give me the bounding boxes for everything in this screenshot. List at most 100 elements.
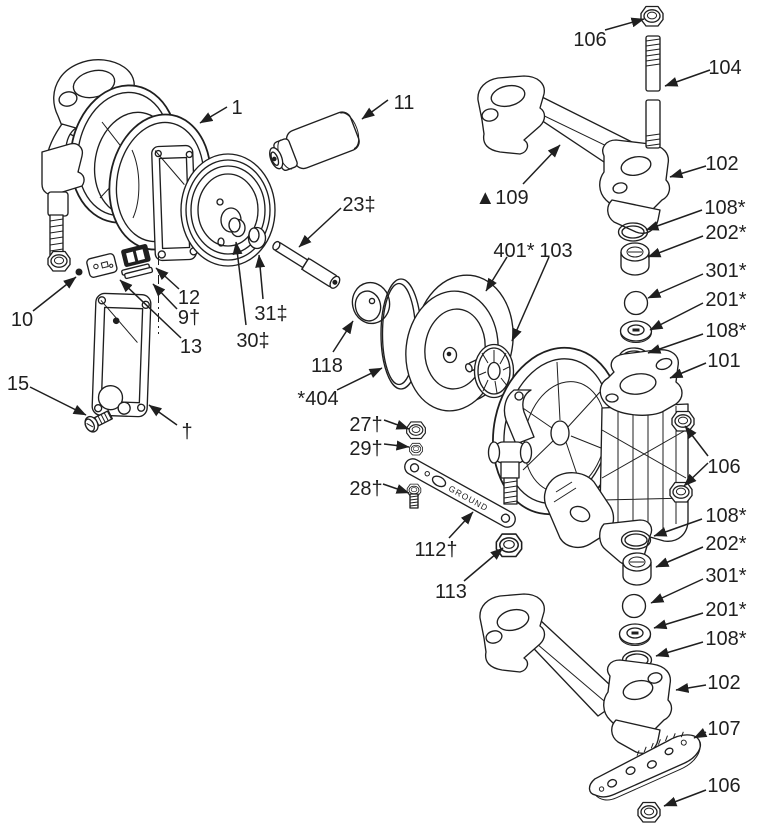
callout-label-10: 10	[11, 309, 33, 331]
part-101-center-body	[487, 346, 689, 567]
part-102-bottom-manifold	[479, 593, 673, 754]
part-27-nut	[406, 421, 426, 440]
callout-label-30‡: 30‡	[236, 330, 269, 352]
callout-label-108*: 108*	[705, 628, 746, 650]
part-9-gasket-strip	[121, 263, 154, 280]
callout-label-106: 106	[707, 456, 740, 478]
part-10-screw-dot	[75, 268, 83, 276]
callout-label-106: 106	[573, 29, 606, 51]
callout-label-103: 103	[539, 240, 572, 262]
callout-label-28†: 28†	[349, 478, 382, 500]
callout-label-201*: 201*	[705, 599, 746, 621]
part-12-slotted-plate	[121, 244, 151, 267]
part-102-top-manifold	[477, 75, 671, 234]
callout-label-107: 107	[707, 718, 740, 740]
leader-line-11	[361, 99, 389, 120]
leader-line-29†	[383, 440, 410, 451]
leader-line-†	[148, 404, 178, 426]
leader-line-118	[332, 320, 354, 353]
leader-line-10	[32, 276, 77, 312]
callout-label-102: 102	[707, 672, 740, 694]
part-106-nut-right-lower	[669, 481, 693, 503]
part-15-screw	[84, 410, 113, 433]
callout-label-108*: 108*	[705, 320, 746, 342]
leader-line-108*	[653, 518, 703, 537]
leader-line-106	[663, 789, 707, 807]
callout-label-13: 13	[180, 336, 202, 358]
part-202-seat	[620, 242, 650, 276]
callout-label-15: 15	[7, 373, 29, 395]
callout-label-301*: 301*	[705, 260, 746, 282]
callout-label-202*: 202*	[705, 533, 746, 555]
callout-label-106: 106	[707, 775, 740, 797]
leader-line-106	[683, 462, 709, 487]
leader-line-31‡	[255, 254, 266, 300]
leader-line-102	[675, 683, 707, 693]
part-118-disc	[351, 281, 391, 325]
part-113-nut	[495, 533, 523, 558]
leader-line-108*	[655, 641, 704, 658]
leader-line-201*	[649, 302, 704, 331]
callout-label-108*: 108*	[705, 505, 746, 527]
leader-line-13	[119, 279, 182, 339]
leader-line-108*	[647, 333, 704, 354]
part-30-bushing	[228, 217, 246, 238]
leader-line-1	[199, 106, 228, 124]
callout-label-102: 102	[705, 153, 738, 175]
leader-line-28†	[382, 483, 410, 494]
leader-line-▲109	[522, 144, 561, 185]
callout-label-112†: 112†	[414, 539, 457, 561]
callout-label-301*: 301*	[705, 565, 746, 587]
leader-line-101	[669, 362, 707, 379]
callout-label-202*: 202*	[705, 222, 746, 244]
callout-label-27†: 27†	[349, 414, 382, 436]
leader-line-107	[693, 727, 708, 739]
part-29-nut	[408, 442, 424, 456]
leader-line-301*	[650, 578, 704, 604]
callout-label-101: 101	[707, 350, 740, 372]
leader-line-104	[664, 69, 711, 87]
leader-line-113	[463, 547, 504, 582]
callout-label-23‡: 23‡	[342, 194, 375, 216]
leader-line-108*	[645, 209, 703, 231]
part-31-knob	[247, 226, 267, 250]
part-dagger-air-valve-plate	[91, 292, 152, 418]
leader-line-201*	[653, 612, 704, 630]
leader-line-112†	[448, 511, 474, 539]
callout-label-108*: 108*	[704, 197, 745, 219]
leader-line-401*	[485, 256, 508, 292]
callout-label-†: †	[181, 421, 192, 443]
leader-line-102	[669, 165, 707, 179]
part-202-seat	[622, 552, 652, 586]
callout-label-9†: 9†	[178, 307, 200, 329]
part-201-seat	[619, 320, 653, 344]
callout-label-▲109: ▲109	[475, 187, 528, 209]
leader-line-27†	[383, 419, 410, 430]
callout-label-118: 118	[311, 355, 343, 377]
callout-label-*404: *404	[297, 388, 338, 410]
part-1-pump-assembly	[41, 59, 276, 267]
callout-label-201*: 201*	[705, 289, 746, 311]
part-106-nut-bottom	[637, 801, 661, 823]
part-103-backing-plate	[464, 343, 515, 399]
part-107-foot-plate	[588, 731, 701, 801]
leader-line-*404	[336, 367, 383, 391]
leader-line-30‡	[232, 241, 247, 326]
part-10-valve-plate	[86, 253, 118, 278]
callout-label-11: 11	[394, 92, 415, 114]
leader-line-15	[29, 386, 87, 416]
callout-label-12: 12	[178, 287, 200, 309]
callout-label-113: 113	[435, 581, 467, 603]
part-11-muffler	[269, 111, 360, 171]
part-106-nut-top	[640, 5, 664, 27]
callout-label-31‡: 31‡	[254, 303, 287, 325]
part-28-screw	[406, 483, 422, 509]
hex-nut	[47, 250, 71, 272]
leader-line-202*	[647, 235, 704, 258]
leader-line-301*	[647, 273, 704, 299]
part-301-ball	[621, 593, 647, 619]
callout-label-29†: 29†	[349, 438, 382, 460]
